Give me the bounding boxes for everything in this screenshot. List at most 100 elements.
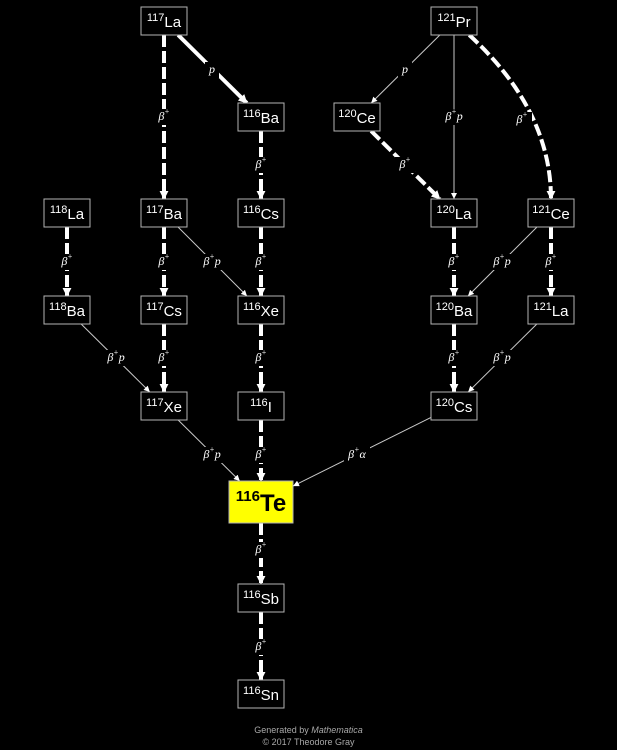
decay-mode-label-text: β+ <box>254 445 266 461</box>
nuclide-box <box>333 102 381 132</box>
decay-mode-label: β+ <box>395 155 415 173</box>
nuclide-box <box>237 391 285 421</box>
element-symbol: Cs <box>261 206 279 223</box>
nuclide-label: 117La <box>147 12 182 31</box>
mass-number: 120 <box>338 108 356 120</box>
decay-mode-label: p <box>205 62 219 78</box>
decay-mode-label-text: p <box>208 62 215 76</box>
nuclide-121Ce: 121Ce <box>527 198 575 228</box>
decay-mode-label: β+ <box>154 107 174 125</box>
decay-mode-label: β+p <box>103 348 129 366</box>
mass-number: 120 <box>436 204 454 216</box>
nuclide-label: 120La <box>436 204 472 223</box>
decay-mode-label: β+ <box>541 252 561 270</box>
decay-mode-label-bg <box>251 157 271 173</box>
nuclide-box <box>228 480 294 524</box>
mass-number: 116 <box>243 685 261 697</box>
footer-copyright: © 2017 Theodore Gray <box>262 737 355 747</box>
mass-number: 117 <box>146 301 164 313</box>
decay-mode-label-text: β+ <box>447 252 459 268</box>
nuclide-box <box>237 198 285 228</box>
nuclide-box <box>140 295 188 325</box>
mass-number: 116 <box>250 397 268 409</box>
element-symbol: Sn <box>261 687 279 704</box>
decay-mode-label-text: β+p <box>106 348 124 364</box>
element-symbol: La <box>67 206 84 223</box>
nuclide-box <box>237 295 285 325</box>
nuclide-box <box>430 391 478 421</box>
nuclide-116Cs: 116Cs <box>237 198 285 228</box>
nuclide-box <box>430 198 478 228</box>
decay-mode-label-bg <box>251 254 271 270</box>
decay-mode-label-text: β+ <box>254 155 266 171</box>
decay-mode-label-text: β+ <box>60 252 72 268</box>
mass-number: 118 <box>49 301 67 313</box>
nuclide-box <box>430 6 478 36</box>
nuclide-label: 120Ce <box>338 108 376 127</box>
decay-mode-label: β+ <box>251 445 271 463</box>
decay-arrow-121Pr-to-121Ce <box>467 33 556 200</box>
nuclide-120La: 120La <box>430 198 478 228</box>
decay-mode-label: β+ <box>444 348 464 366</box>
mass-number: 117 <box>146 204 164 216</box>
decay-mode-label-text: β+ <box>254 348 266 364</box>
decay-mode-label: p <box>398 62 412 78</box>
nuclide-box <box>237 583 285 613</box>
mass-number: 116 <box>243 589 261 601</box>
decay-mode-label-bg <box>103 350 129 366</box>
nuclide-116I: 116I <box>237 391 285 421</box>
nuclide-116Ba: 116Ba <box>237 102 285 132</box>
decay-mode-label-bg <box>441 109 467 125</box>
decay-mode-label-text: β+ <box>254 252 266 268</box>
nuclide-117La: 117La <box>140 6 188 36</box>
nuclide-box <box>527 198 575 228</box>
decay-mode-label: β+p <box>489 348 515 366</box>
nuclide-117Ba: 117Ba <box>140 198 188 228</box>
decay-mode-label-bg <box>251 639 271 655</box>
decay-mode-label: β+ <box>251 252 271 270</box>
decay-mode-label-text: β+ <box>515 110 527 126</box>
decay-mode-label-bg <box>154 254 174 270</box>
decay-mode-label-text: β+p <box>492 348 510 364</box>
nuclide-116Sb: 116Sb <box>237 583 285 613</box>
nuclide-120Ba: 120Ba <box>430 295 478 325</box>
decay-mode-label: β+α <box>344 445 370 463</box>
decay-mode-label: β+ <box>512 110 532 128</box>
nuclide-label: 116Te <box>236 488 286 517</box>
decay-mode-label: β+ <box>251 348 271 366</box>
element-symbol: La <box>455 206 472 223</box>
element-symbol: Ba <box>454 303 473 320</box>
decay-mode-label-bg <box>57 254 77 270</box>
element-symbol: La <box>552 303 569 320</box>
nuclide-box <box>237 679 285 709</box>
nuclide-121La: 121La <box>527 295 575 325</box>
decay-mode-label-bg <box>251 542 271 558</box>
nuclide-label: 116I <box>250 397 272 416</box>
decay-mode-label: β+p <box>199 252 225 270</box>
decay-mode-label-text: β+ <box>398 155 410 171</box>
mass-number: 120 <box>436 301 454 313</box>
mass-number: 117 <box>147 12 165 24</box>
mass-number: 121 <box>437 12 455 24</box>
decay-mode-label-bg <box>395 157 415 173</box>
nuclide-121Pr: 121Pr <box>430 6 478 36</box>
nuclide-box <box>140 198 188 228</box>
nuclide-label: 120Ba <box>436 301 473 320</box>
decay-mode-label-bg <box>251 350 271 366</box>
nuclide-label: 121La <box>533 301 569 320</box>
element-symbol: Xe <box>261 303 279 320</box>
nuclide-118Ba: 118Ba <box>43 295 91 325</box>
element-symbol: La <box>164 14 181 31</box>
footer-generated-app: Mathematica <box>311 725 363 735</box>
decay-mode-label: β+ <box>251 155 271 173</box>
decay-mode-label-text: β+p <box>492 252 510 268</box>
decay-mode-label-bg <box>398 62 412 78</box>
footer-generated-line: Generated by Mathematica <box>0 724 617 736</box>
element-symbol: I <box>268 399 272 416</box>
nuclide-label: 121Pr <box>437 12 470 31</box>
mass-number: 116 <box>243 204 261 216</box>
nuclide-label: 118Ba <box>49 301 86 320</box>
